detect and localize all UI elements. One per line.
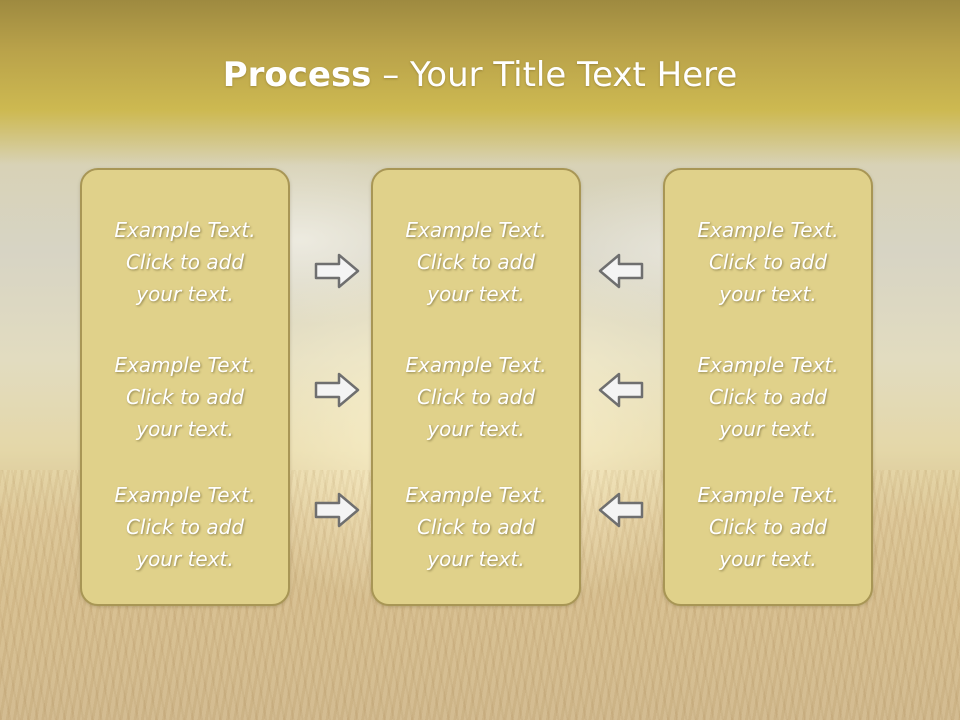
text-line: your text. [136, 417, 234, 441]
text-line: Example Text. [405, 218, 547, 242]
text-item[interactable]: Example Text. Click to add your text. [82, 214, 288, 310]
text-line: Example Text. [697, 353, 839, 377]
text-line: your text. [136, 282, 234, 306]
title-band [0, 0, 960, 165]
text-line: Click to add [125, 250, 245, 274]
process-box-center[interactable]: Example Text. Click to add your text. Ex… [371, 168, 581, 606]
process-box-right[interactable]: Example Text. Click to add your text. Ex… [663, 168, 873, 606]
title-rest-part: – Your Title Text Here [371, 55, 738, 95]
arrow-right-icon [313, 252, 361, 290]
text-item[interactable]: Example Text. Click to add your text. [82, 349, 288, 445]
text-line: Example Text. [405, 483, 547, 507]
text-line: your text. [719, 547, 817, 571]
text-item[interactable]: Example Text. Click to add your text. [665, 479, 871, 575]
text-line: Click to add [708, 515, 828, 539]
title-bold-part: Process [222, 55, 372, 95]
text-line: your text. [427, 547, 525, 571]
arrow-right-icon [313, 491, 361, 529]
process-box-left[interactable]: Example Text. Click to add your text. Ex… [80, 168, 290, 606]
text-line: Click to add [708, 385, 828, 409]
text-line: Click to add [125, 385, 245, 409]
text-line: your text. [427, 417, 525, 441]
text-line: Click to add [708, 250, 828, 274]
text-line: your text. [719, 417, 817, 441]
text-item[interactable]: Example Text. Click to add your text. [373, 349, 579, 445]
text-line: Click to add [416, 385, 536, 409]
text-item[interactable]: Example Text. Click to add your text. [373, 214, 579, 310]
text-line: Example Text. [405, 353, 547, 377]
text-line: Example Text. [697, 483, 839, 507]
text-line: Click to add [125, 515, 245, 539]
text-line: your text. [136, 547, 234, 571]
arrow-left-icon [597, 491, 645, 529]
text-item[interactable]: Example Text. Click to add your text. [665, 349, 871, 445]
arrow-right-icon [313, 371, 361, 409]
text-line: your text. [427, 282, 525, 306]
text-line: Click to add [416, 515, 536, 539]
text-line: Example Text. [114, 218, 256, 242]
arrow-left-icon [597, 371, 645, 409]
text-line: your text. [719, 282, 817, 306]
text-line: Click to add [416, 250, 536, 274]
text-line: Example Text. [697, 218, 839, 242]
text-item[interactable]: Example Text. Click to add your text. [82, 479, 288, 575]
slide-title[interactable]: Process – Your Title Text Here [0, 52, 960, 98]
text-item[interactable]: Example Text. Click to add your text. [665, 214, 871, 310]
text-line: Example Text. [114, 483, 256, 507]
text-line: Example Text. [114, 353, 256, 377]
arrow-left-icon [597, 252, 645, 290]
text-item[interactable]: Example Text. Click to add your text. [373, 479, 579, 575]
